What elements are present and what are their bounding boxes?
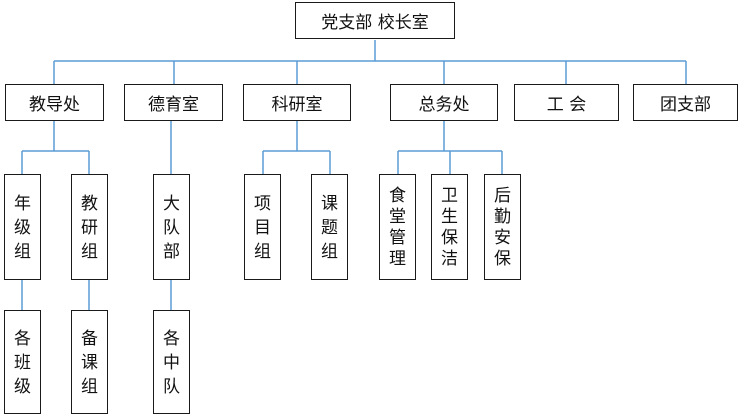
node-gonghui: 工 会 (514, 84, 619, 121)
node-dadui: 大 队 部 (153, 174, 190, 280)
node-jiaowu: 教导处 (5, 84, 104, 121)
node-zongwu: 总务处 (390, 84, 498, 121)
node-tuanzhi: 团支部 (633, 84, 738, 121)
node-xiangmu: 项 目 组 (244, 174, 281, 280)
node-root: 党支部 校长室 (295, 2, 455, 39)
node-keyan: 科研室 (243, 84, 351, 121)
node-keti: 课 题 组 (311, 174, 348, 280)
node-gebanji: 各 班 级 (4, 310, 41, 414)
node-shitang: 食 堂 管 理 (379, 174, 416, 280)
node-jiaoyan: 教 研 组 (71, 174, 108, 280)
node-beike: 备 课 组 (71, 310, 108, 414)
node-deyu: 德育室 (124, 84, 223, 121)
node-houqin: 后 勤 安 保 (484, 174, 521, 280)
node-weisheng: 卫 生 保 洁 (431, 174, 468, 280)
node-nianji: 年 级 组 (4, 174, 41, 280)
node-gezhongdui: 各 中 队 (153, 310, 190, 414)
